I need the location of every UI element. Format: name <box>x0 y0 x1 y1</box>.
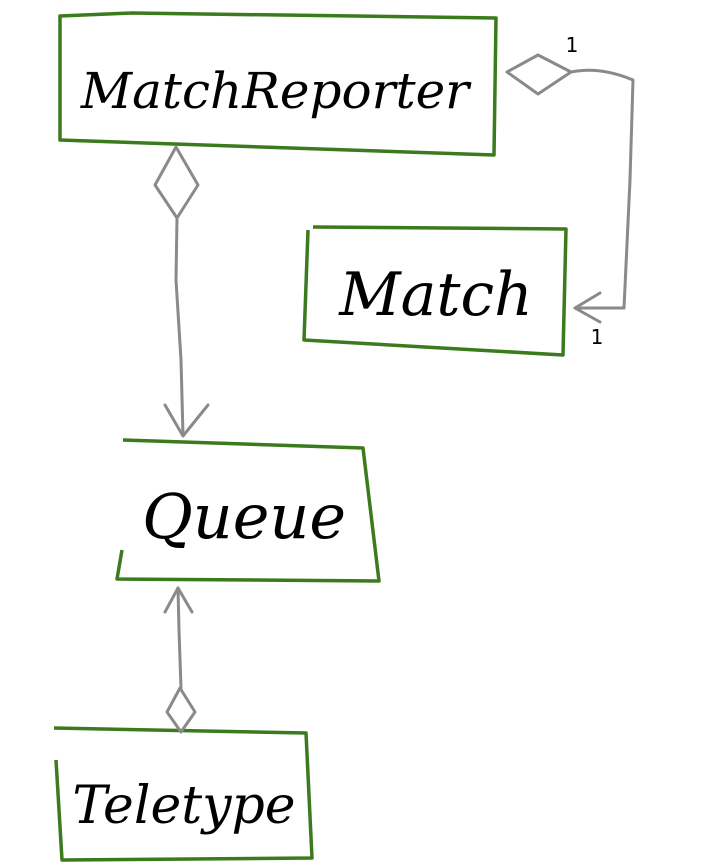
class-name-match-reporter: MatchReporter <box>80 62 472 120</box>
open-arrowhead-icon <box>163 586 194 614</box>
class-box-teletype[interactable]: Teletype <box>53 726 314 862</box>
connector-line <box>569 68 635 310</box>
open-arrowhead-icon <box>573 291 602 324</box>
class-name-teletype: Teletype <box>72 776 295 836</box>
class-name-match: Match <box>338 260 533 330</box>
box-border <box>302 225 568 357</box>
aggregation-reporter-queue <box>153 145 210 438</box>
connector-line <box>176 586 183 690</box>
class-name-queue: Queue <box>142 480 346 553</box>
box-border <box>53 726 314 862</box>
box-border <box>58 11 498 157</box>
aggregation-reporter-match: 1 1 <box>505 33 635 349</box>
aggregation-diamond-icon <box>153 145 200 220</box>
aggregation-diamond-icon <box>165 686 197 734</box>
box-border <box>115 438 381 583</box>
class-box-match[interactable]: Match <box>302 225 568 357</box>
multiplicity-label: 1 <box>566 33 579 57</box>
connector-line <box>174 216 185 437</box>
class-box-match-reporter[interactable]: MatchReporter <box>58 11 498 157</box>
class-box-queue[interactable]: Queue <box>115 438 381 583</box>
multiplicity-label: 1 <box>591 325 604 349</box>
aggregation-diamond-icon <box>505 53 573 96</box>
aggregation-teletype-queue <box>163 586 197 734</box>
open-arrowhead-icon <box>163 403 210 438</box>
